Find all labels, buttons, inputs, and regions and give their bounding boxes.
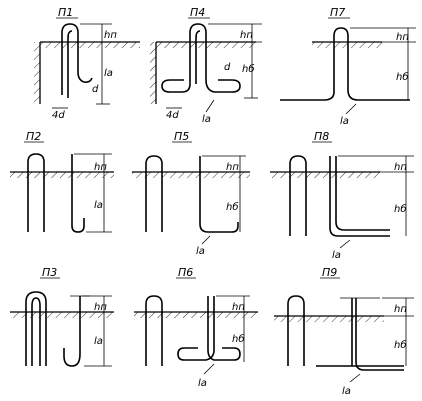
concrete-surface-hatch [132, 172, 250, 178]
label-top: hп [394, 304, 407, 315]
loop-front-view [145, 295, 163, 366]
panel-title: П3 [42, 266, 57, 279]
label-len: la [340, 116, 349, 127]
loop-front-view [25, 291, 47, 366]
loop-side-view [207, 296, 241, 361]
loop-side-view [71, 154, 85, 233]
lifting-loop-anchor [161, 30, 201, 93]
panel-title: П5 [174, 130, 189, 143]
panel-p1: П1 hп la d 4d [34, 6, 140, 121]
loop-front-view [27, 153, 45, 232]
loop-side-view [316, 298, 404, 367]
panel-p6: П6 hп hб la [134, 266, 258, 389]
lifting-loop-bar [61, 23, 93, 95]
concrete-surface-hatch [10, 312, 114, 318]
panel-title: П8 [314, 130, 329, 143]
label-len: la [104, 68, 113, 79]
label-top: hп [396, 32, 409, 43]
label-d: d [92, 84, 99, 95]
concrete-surface-hatch [10, 172, 114, 178]
panel-title: П1 [58, 6, 73, 19]
panel-title: П4 [190, 6, 205, 19]
label-len: la [342, 386, 351, 397]
panel-p4: П4 hп hб d la 4d [150, 6, 262, 125]
panel-title: П9 [322, 266, 337, 279]
panel-p7: П7 hп hб la [280, 6, 416, 127]
loop-front-view [289, 155, 307, 236]
label-top: hп [240, 30, 253, 41]
label-top: hп [104, 30, 117, 41]
loop-side-view [63, 296, 81, 367]
label-mid: hб [232, 333, 245, 345]
loop-front-view [287, 295, 305, 366]
lifting-loop-anchor [280, 91, 335, 101]
label-mid: hб [396, 71, 409, 83]
label-top: hп [94, 162, 107, 173]
label-len: la [332, 250, 341, 261]
panel-title: П7 [330, 6, 345, 19]
leader-line [349, 373, 361, 383]
concrete-wall-hatch [34, 42, 40, 104]
panel-title: П6 [178, 266, 193, 279]
lifting-loop-bar [333, 27, 410, 101]
label-mid: hб [394, 339, 407, 351]
label-4d: 4d [52, 110, 65, 121]
leader-line [201, 235, 211, 245]
panel-p3: П3 hп la [10, 266, 114, 367]
panel-p2: П2 hп la [10, 130, 114, 233]
concrete-surface-hatch [312, 42, 382, 48]
loop-side-view-anchor [177, 296, 215, 361]
leader-line [339, 239, 351, 249]
label-len: la [202, 114, 211, 125]
label-len: la [94, 336, 103, 347]
label-top: hп [232, 302, 245, 313]
concrete-surface-hatch [134, 312, 258, 318]
concrete-surface-hatch [40, 42, 140, 48]
label-len: la [198, 378, 207, 389]
loop-front-view-inner [31, 297, 41, 366]
label-top: hп [394, 162, 407, 173]
leader-line [205, 99, 215, 113]
label-top: hп [94, 302, 107, 313]
label-mid: hб [226, 201, 239, 213]
concrete-wall-hatch [150, 42, 156, 104]
lifting-loop-bar [189, 23, 241, 93]
leader-line [345, 103, 357, 115]
loop-side-view [329, 156, 390, 237]
label-mid: hб [394, 203, 407, 215]
loop-side-view [199, 156, 239, 233]
lifting-loop-inner [67, 30, 73, 98]
leader-line [203, 363, 215, 375]
label-4d: 4d [166, 110, 179, 121]
label-len: la [196, 246, 205, 257]
panel-p9: П9 hп hб la [274, 266, 414, 397]
panel-title: П2 [26, 130, 41, 143]
loop-side-view-inner [335, 156, 390, 231]
loop-front-view [145, 155, 163, 232]
loop-side-view-inner [355, 298, 404, 371]
concrete-surface-hatch [270, 172, 380, 178]
panel-p8: П8 hп hб la [270, 130, 414, 261]
concrete-surface-hatch [274, 316, 384, 322]
label-mid: hб [242, 63, 255, 75]
label-d: d [224, 62, 231, 73]
panel-p5: П5 hп hб la [132, 130, 250, 257]
label-len: la [94, 200, 103, 211]
label-top: hп [226, 162, 239, 173]
